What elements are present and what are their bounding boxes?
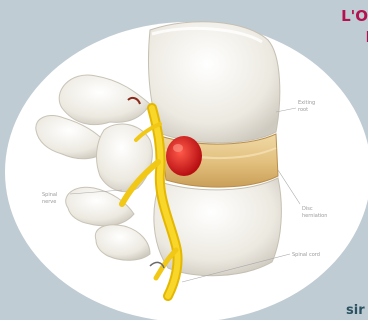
headline: L'O L [308,6,368,48]
label-disc-herniation-2: herniation [302,213,327,219]
label-spinal-nerve-1: Spinal [42,192,57,198]
footer-text: sir [346,303,368,318]
disc-herniation [166,136,202,176]
label-spinal-cord: Spinal cord [292,252,320,258]
headline-line-2: L [308,27,368,48]
label-exiting-root-2: root [298,107,308,113]
label-disc-herniation-1: Disc [302,206,313,212]
label-exiting-root-1: Exiting [298,100,315,106]
label-spinal-nerve-2: nerve [42,199,56,205]
headline-line-1: L'O [308,6,368,27]
